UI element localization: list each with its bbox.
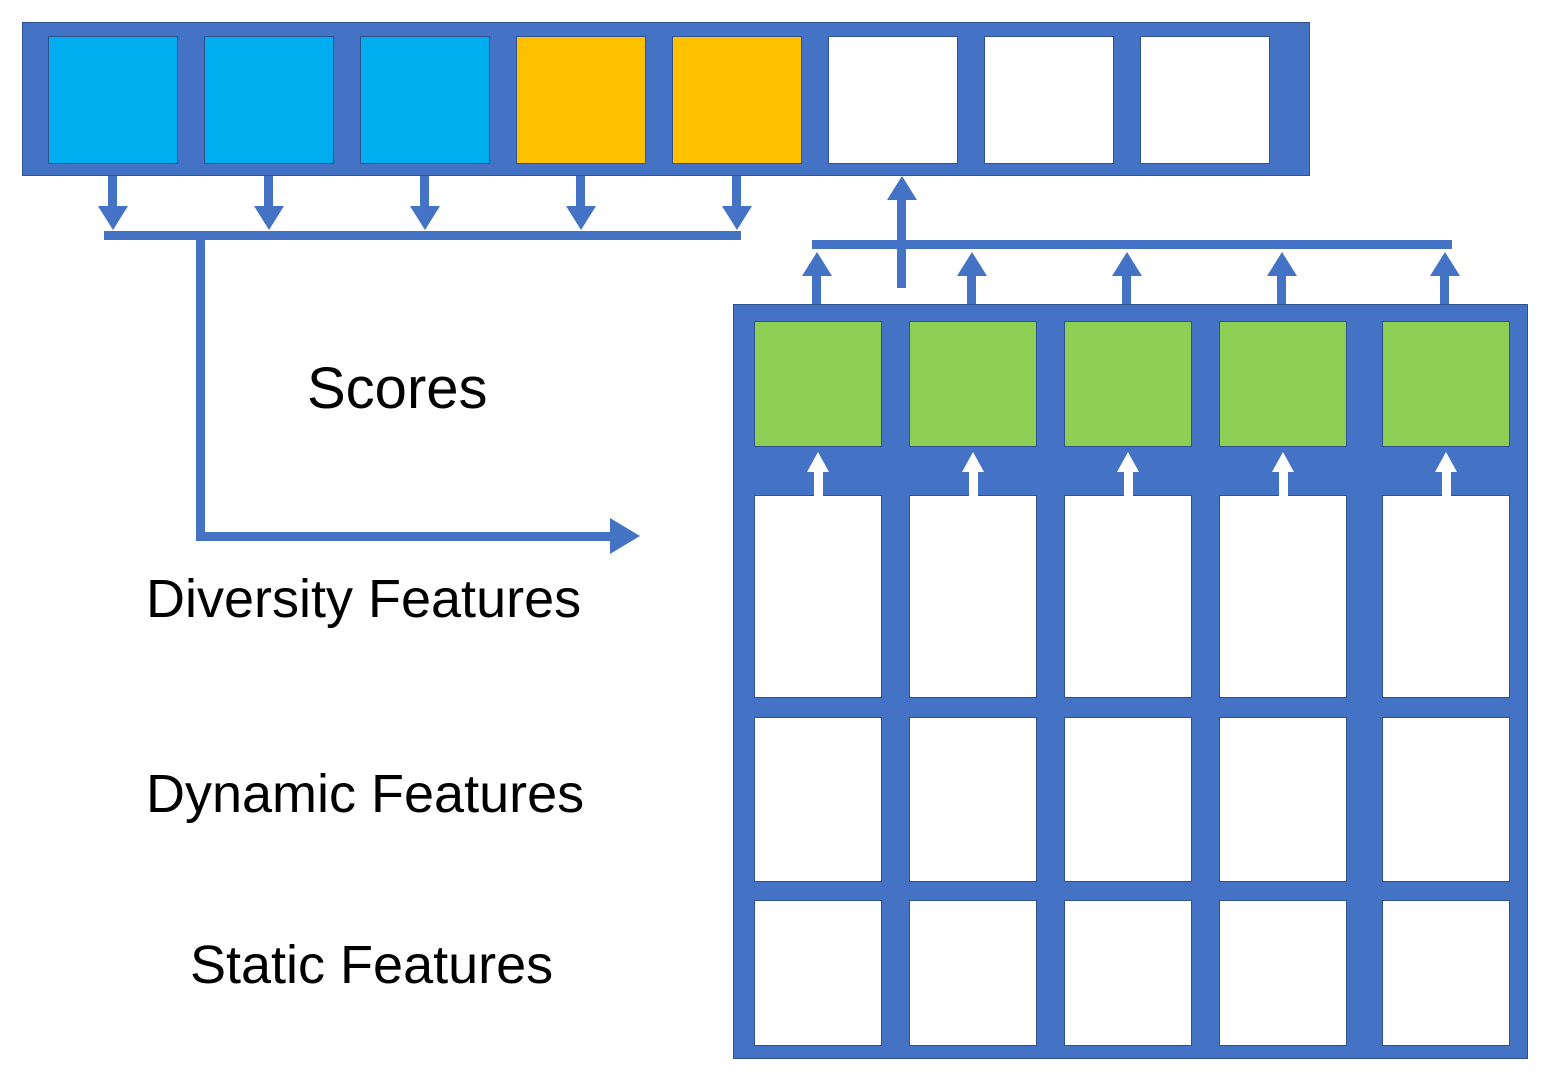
grid-cell-static-2[interactable]	[909, 900, 1037, 1046]
slot-down-arrow-3	[410, 206, 440, 230]
grid-up-stem-5	[1440, 276, 1449, 308]
grid-up-bus	[812, 240, 1452, 249]
diversity-elbow-arrowhead	[610, 518, 640, 554]
grid-cell-static-5[interactable]	[1382, 900, 1510, 1046]
slot-down-stem-2	[264, 176, 273, 216]
slot-cell-8[interactable]	[1140, 36, 1270, 164]
grid-cell-dynamic-2[interactable]	[909, 717, 1037, 882]
feature-to-score-arrow-5	[1435, 452, 1457, 472]
grid-cell-diversity-5[interactable]	[1382, 495, 1510, 698]
slot-cell-1[interactable]	[48, 36, 178, 164]
grid-up-arrow-2	[957, 252, 987, 276]
grid-up-arrow-3	[1112, 252, 1142, 276]
ranked-slot-bar	[22, 22, 1310, 176]
slot-down-stem-3	[420, 176, 429, 216]
grid-cell-scores-3[interactable]	[1064, 321, 1192, 447]
slot-down-stem-4	[576, 176, 585, 216]
slot-cell-5[interactable]	[672, 36, 802, 164]
slot-cell-6[interactable]	[828, 36, 958, 164]
slot-down-stem-1	[108, 176, 117, 216]
slot-cell-4[interactable]	[516, 36, 646, 164]
grid-up-stem-3	[1122, 276, 1131, 308]
feature-to-score-arrow-1	[807, 452, 829, 472]
grid-cell-scores-2[interactable]	[909, 321, 1037, 447]
grid-cell-dynamic-3[interactable]	[1064, 717, 1192, 882]
grid-up-arrow-5	[1430, 252, 1460, 276]
label-static-features: Static Features	[190, 935, 554, 995]
slot-down-bus	[104, 231, 741, 240]
grid-to-slot-arrowhead	[887, 176, 917, 200]
grid-cell-diversity-2[interactable]	[909, 495, 1037, 698]
feature-to-score-stem-2	[969, 470, 978, 497]
slot-cell-3[interactable]	[360, 36, 490, 164]
label-scores: Scores	[307, 356, 488, 421]
feature-to-score-arrow-3	[1117, 452, 1139, 472]
grid-cell-static-4[interactable]	[1219, 900, 1347, 1046]
feature-to-score-stem-5	[1442, 470, 1451, 497]
feature-to-score-stem-3	[1124, 470, 1133, 497]
slot-down-stem-5	[732, 176, 741, 216]
feature-to-score-stem-4	[1279, 470, 1288, 497]
grid-up-stem-1	[812, 276, 821, 308]
feature-to-score-arrow-2	[962, 452, 984, 472]
grid-cell-scores-1[interactable]	[754, 321, 882, 447]
grid-up-arrow-4	[1267, 252, 1297, 276]
grid-cell-dynamic-5[interactable]	[1382, 717, 1510, 882]
slot-down-arrow-4	[566, 206, 596, 230]
slot-cell-7[interactable]	[984, 36, 1114, 164]
label-diversity-features: Diversity Features	[146, 569, 582, 629]
grid-cell-diversity-1[interactable]	[754, 495, 882, 698]
grid-up-stem-2	[967, 276, 976, 308]
slot-cell-2[interactable]	[204, 36, 334, 164]
feature-to-score-arrow-4	[1272, 452, 1294, 472]
grid-cell-scores-5[interactable]	[1382, 321, 1510, 447]
diversity-elbow-horizontal	[196, 532, 614, 541]
slot-down-arrow-5	[722, 206, 752, 230]
grid-cell-dynamic-4[interactable]	[1219, 717, 1347, 882]
grid-cell-static-1[interactable]	[754, 900, 882, 1046]
grid-cell-scores-4[interactable]	[1219, 321, 1347, 447]
slot-down-arrow-2	[254, 206, 284, 230]
grid-up-arrow-1	[802, 252, 832, 276]
grid-cell-diversity-3[interactable]	[1064, 495, 1192, 698]
slot-down-arrow-1	[98, 206, 128, 230]
label-dynamic-features: Dynamic Features	[146, 764, 585, 824]
feature-grid	[733, 304, 1528, 1059]
grid-up-stem-4	[1277, 276, 1286, 308]
grid-cell-diversity-4[interactable]	[1219, 495, 1347, 698]
feature-to-score-stem-1	[814, 470, 823, 497]
diversity-elbow-vertical	[196, 231, 205, 541]
grid-cell-dynamic-1[interactable]	[754, 717, 882, 882]
grid-cell-static-3[interactable]	[1064, 900, 1192, 1046]
grid-to-slot-stem-upper	[897, 200, 906, 248]
grid-to-slot-stem	[897, 245, 906, 288]
